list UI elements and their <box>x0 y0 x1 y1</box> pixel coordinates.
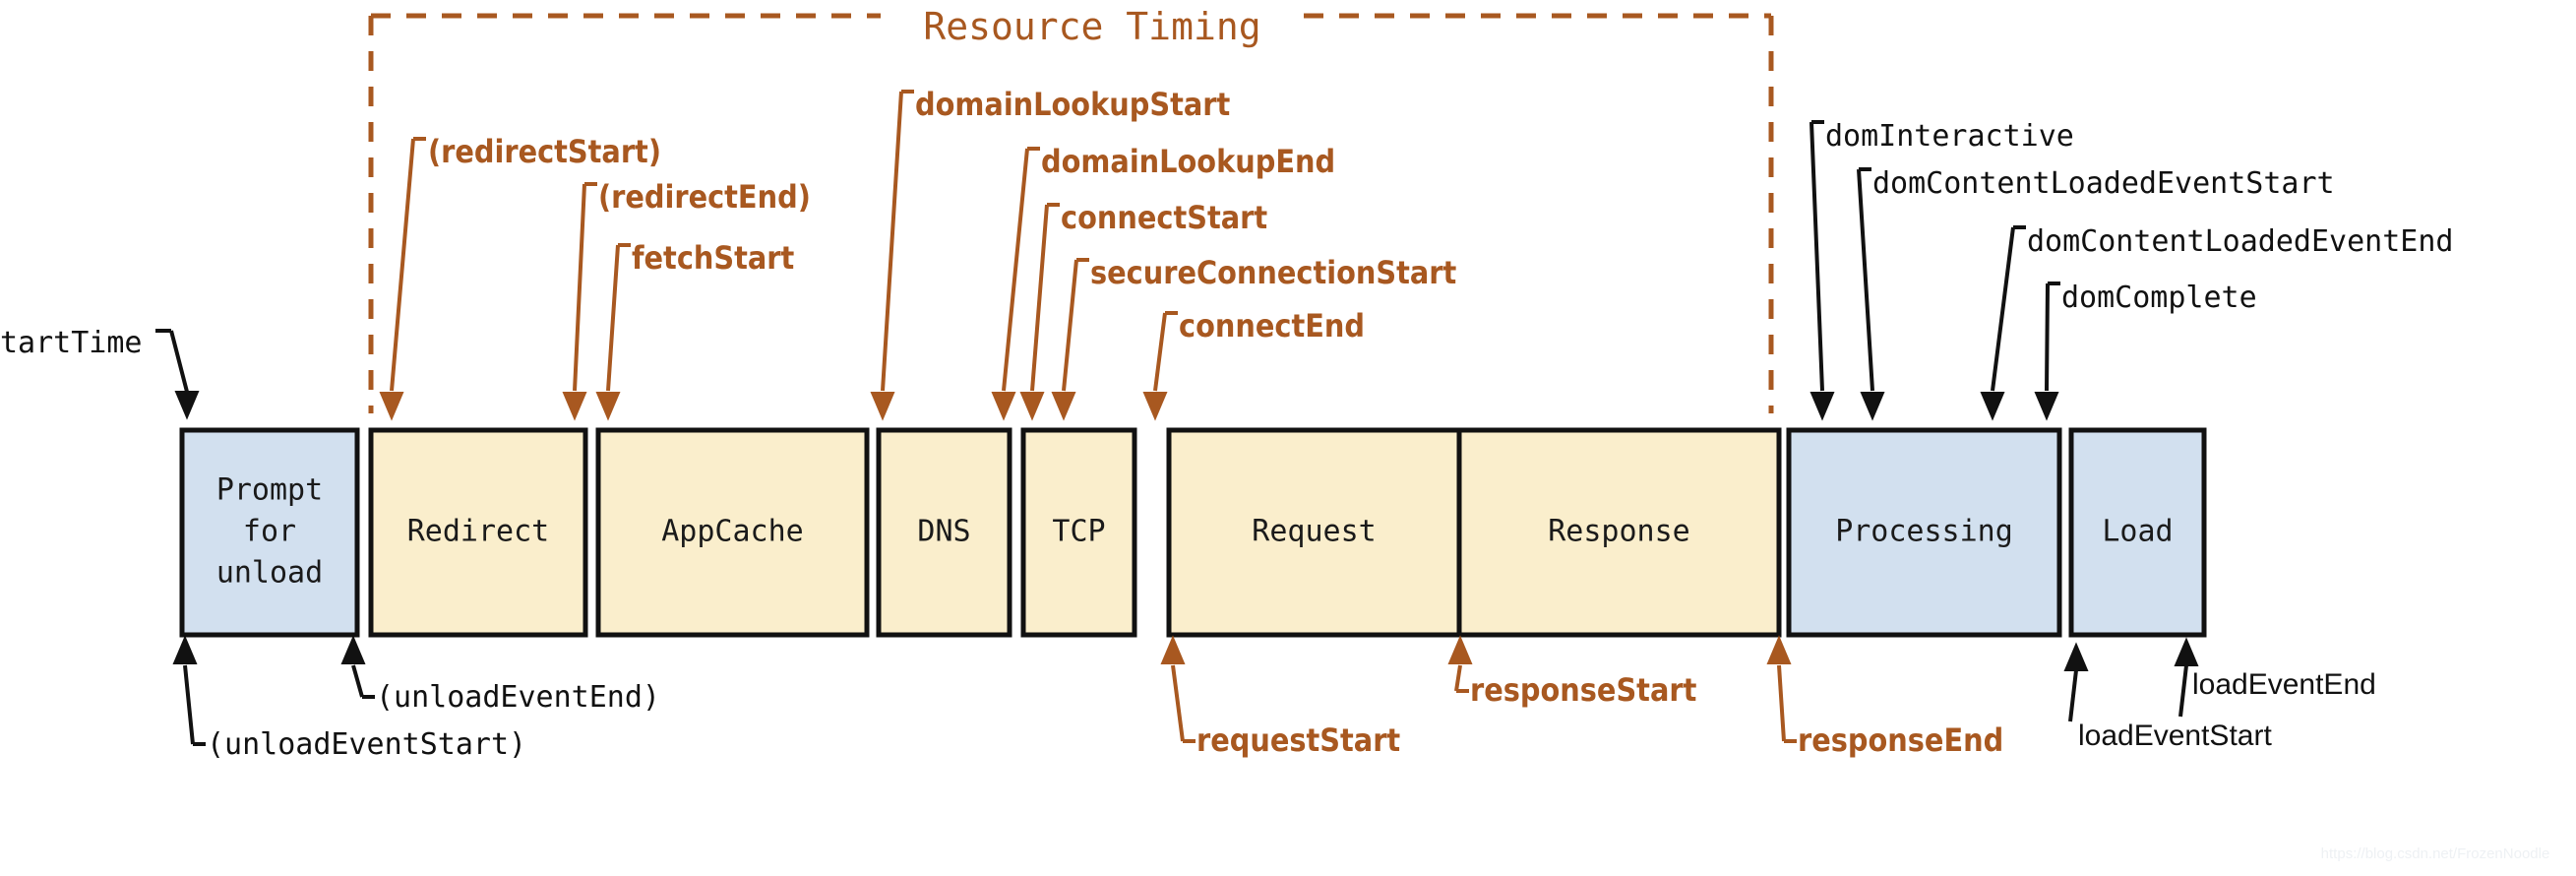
phase-box-appcache <box>595 427 870 638</box>
marker-label-redirect-start: (redirectStart) <box>428 133 661 170</box>
marker-leader-request-start <box>1171 664 1196 743</box>
marker-arrow-unload-event-start <box>172 635 198 664</box>
phase-label-prompt-for-unload: for <box>243 515 296 549</box>
marker-label-connect-end: connectEnd <box>1179 307 1365 344</box>
marker-label-domain-lookup-start: domainLookupStart <box>915 86 1230 123</box>
phase-label-appcache: AppCache <box>661 515 804 549</box>
marker-arrow-dom-interactive <box>1809 392 1835 421</box>
marker-label-connect-start: connectStart <box>1061 199 1267 236</box>
phase-box-request <box>1166 427 1462 638</box>
marker-arrow-fetch-start <box>595 392 621 421</box>
marker-arrow-connect-end <box>1142 392 1168 421</box>
marker-label-response-end: responseEnd <box>1798 721 2003 759</box>
phase-box-response <box>1456 427 1782 638</box>
marker-leader-response-end <box>1777 664 1797 743</box>
marker-label-dom-content-loaded-end: domContentLoadedEventEnd <box>2027 224 2453 259</box>
marker-label-response-start: responseStart <box>1470 671 1697 709</box>
marker-leader-connect-start <box>1030 203 1060 392</box>
marker-label-load-event-start: loadEventStart <box>2078 720 2272 752</box>
marker-leader-dom-content-loaded-start <box>1857 167 1874 392</box>
resource-timing-title: Resource Timing <box>923 5 1260 48</box>
marker-label-request-start: requestStart <box>1196 721 1400 759</box>
phase-label-request: Request <box>1252 515 1376 549</box>
marker-arrow-unload-event-end <box>340 635 366 664</box>
phase-label-response: Response <box>1548 515 1690 549</box>
marker-leader-fetch-start <box>606 243 631 392</box>
resource-timing-bracket <box>368 13 1774 413</box>
marker-arrow-load-event-start <box>2063 642 2089 671</box>
marker-arrow-dom-complete <box>2034 392 2059 421</box>
marker-arrow-response-end <box>1766 635 1792 664</box>
marker-arrow-load-event-end <box>2174 637 2199 666</box>
marker-label-load-event-end: loadEventEnd <box>2192 668 2376 701</box>
marker-leader-domain-lookup-end <box>1002 147 1040 392</box>
marker-leader-secure-connection-start <box>1062 258 1089 392</box>
marker-label-dom-interactive: domInteractive <box>1825 119 2074 154</box>
marker-arrow-request-start <box>1160 635 1186 664</box>
marker-leader-domain-lookup-start <box>881 90 914 392</box>
bottom-marker-annotations: (unloadEventStart) (unloadEventEnd) reques… <box>172 635 2376 762</box>
marker-label-start-time: tartTime <box>0 326 143 360</box>
marker-arrow-domain-lookup-start <box>870 392 895 421</box>
marker-leader-dom-content-loaded-end <box>1991 225 2026 392</box>
watermark-text: https://blog.csdn.net/FrozenNoodle <box>2321 845 2550 862</box>
marker-arrow-dom-content-loaded-end <box>1980 392 2005 421</box>
phase-box-processing <box>1786 427 2062 638</box>
phase-box-load <box>2068 427 2207 638</box>
marker-arrow-connect-start <box>1019 392 1045 421</box>
marker-leader-redirect-end <box>573 182 597 392</box>
marker-label-fetch-start: fetchStart <box>632 239 795 277</box>
top-marker-annotations: (redirectStart) (redirectEnd) fetchStart do… <box>379 86 2453 421</box>
marker-label-dom-complete: domComplete <box>2061 281 2257 315</box>
resource-timing-title-text: Resource Timing <box>923 5 1260 48</box>
marker-arrow-redirect-end <box>562 392 587 421</box>
marker-leader-dom-interactive <box>1809 120 1824 392</box>
phase-label-processing: Processing <box>1835 515 2013 549</box>
marker-leader-start-time <box>155 329 189 393</box>
marker-leader-connect-end <box>1153 311 1178 392</box>
marker-label-dom-content-loaded-start: domContentLoadedEventStart <box>1872 166 2335 201</box>
marker-leader-unload-event-end <box>351 664 375 699</box>
marker-arrow-dom-content-loaded-start <box>1860 392 1885 421</box>
start-time-annotation: tartTime <box>0 326 200 420</box>
marker-arrow-start-time <box>174 391 200 420</box>
marker-leader-load-event-start <box>2068 669 2078 722</box>
phase-box-redirect <box>368 427 588 638</box>
marker-leader-unload-event-start <box>183 664 206 746</box>
phase-label-load: Load <box>2102 515 2173 549</box>
marker-label-secure-connection-start: secureConnectionStart <box>1090 254 1457 291</box>
marker-label-domain-lookup-end: domainLookupEnd <box>1041 143 1335 180</box>
marker-leader-load-event-end <box>2178 664 2188 718</box>
marker-arrow-redirect-start <box>379 392 404 421</box>
marker-leader-response-start <box>1454 664 1469 693</box>
phase-label-redirect: Redirect <box>407 515 550 549</box>
marker-label-unload-event-end: (unloadEventEnd) <box>376 680 660 715</box>
phase-label-tcp: TCP <box>1052 515 1105 549</box>
watermark: https://blog.csdn.net/FrozenNoodle <box>2321 845 2550 862</box>
marker-label-unload-event-start: (unloadEventStart) <box>207 727 526 762</box>
marker-arrow-response-start <box>1447 635 1473 664</box>
marker-leader-redirect-start <box>390 137 426 392</box>
marker-arrow-domain-lookup-end <box>991 392 1016 421</box>
marker-leader-dom-complete <box>2045 282 2060 392</box>
marker-label-redirect-end: (redirectEnd) <box>598 178 811 216</box>
phase-label-dns: DNS <box>917 515 970 549</box>
phase-box-prompt-for-unload <box>179 427 360 638</box>
phase-label-prompt-for-unload: unload <box>216 556 323 591</box>
phase-box-dns <box>876 427 1012 638</box>
phase-boxes: Prompt for unload Redirect AppCache DNS TCP Req… <box>179 427 2207 638</box>
marker-arrow-secure-connection-start <box>1051 392 1076 421</box>
phase-label-prompt-for-unload: Prompt <box>216 473 323 508</box>
phase-box-tcp <box>1020 427 1137 638</box>
